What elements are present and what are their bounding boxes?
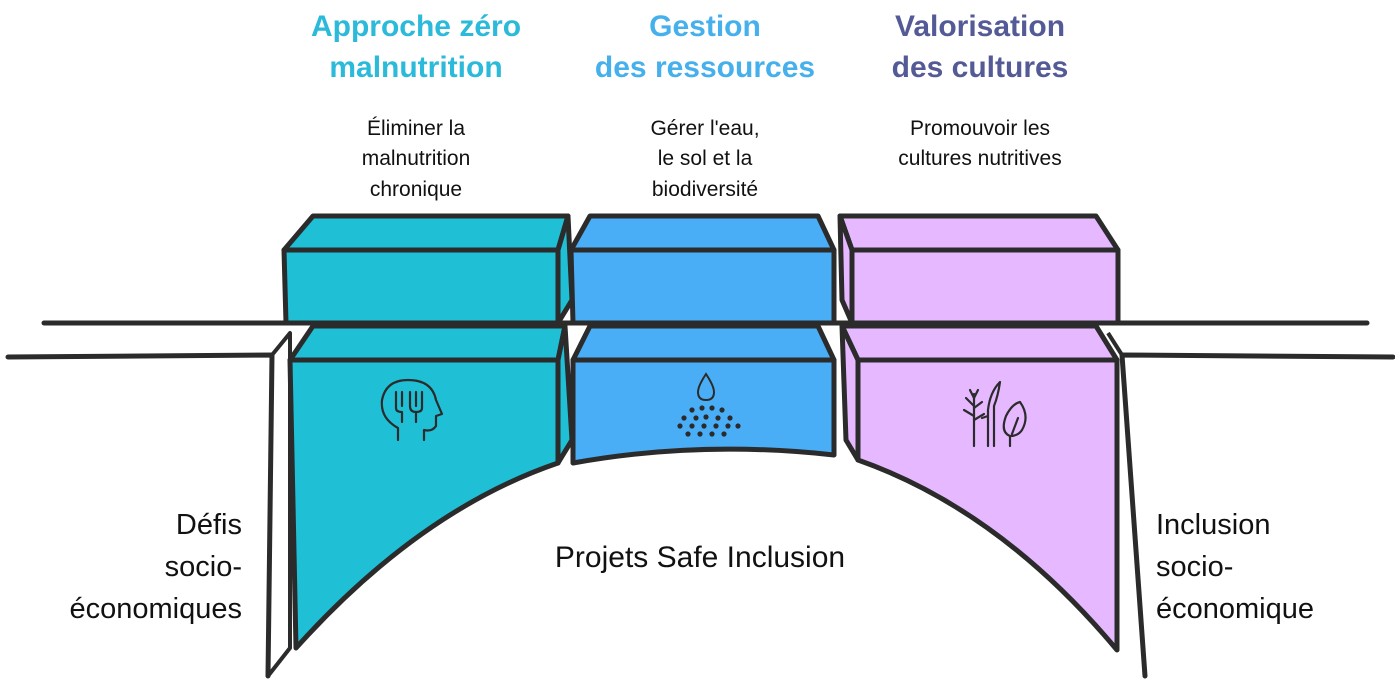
teal-block-top [281, 213, 571, 253]
teal-arch-top [287, 323, 568, 363]
left-label-challenges: Défis socio- économiques [69, 509, 243, 625]
lilac-block-top [837, 213, 1121, 253]
blue-block-top [568, 213, 837, 253]
center-label-projects: Projets Safe Inclusion [554, 541, 846, 574]
right-label-inclusion: Inclusion socio- économique [1156, 509, 1314, 625]
teal-arch-side [555, 323, 575, 466]
head-with-fork-icon [380, 378, 444, 442]
plants-icon [962, 380, 1027, 448]
abutments [266, 331, 1124, 678]
arch-blocks [287, 323, 1120, 653]
water-drop-icon [677, 372, 741, 437]
blue-arch-front [570, 357, 837, 466]
blue-arch-top [570, 323, 837, 363]
pillar-description-crops: Promouvoir les cultures nutritives [898, 117, 1062, 171]
pillar-title-resources: Gestion des ressources [594, 10, 816, 85]
teal-arch-front [287, 357, 561, 651]
pillar-description-malnutrition: Éliminer la malnutrition chronique [361, 117, 471, 201]
pillar-title-malnutrition: Approche zéro malnutrition [310, 10, 522, 85]
pillar-description-resources: Gérer l'eau, le sol et la biodiversité [650, 117, 760, 201]
teal-block-front [281, 247, 561, 326]
blue-block-front [568, 247, 837, 326]
lilac-block-front [849, 247, 1121, 326]
lilac-block-side [837, 213, 855, 326]
lilac-arch-side [839, 323, 861, 463]
top-blocks [281, 213, 1121, 326]
lilac-arch-top [839, 323, 1120, 363]
pillar-title-crops: Valorisation des cultures [891, 10, 1069, 85]
lilac-arch-front [855, 357, 1120, 653]
